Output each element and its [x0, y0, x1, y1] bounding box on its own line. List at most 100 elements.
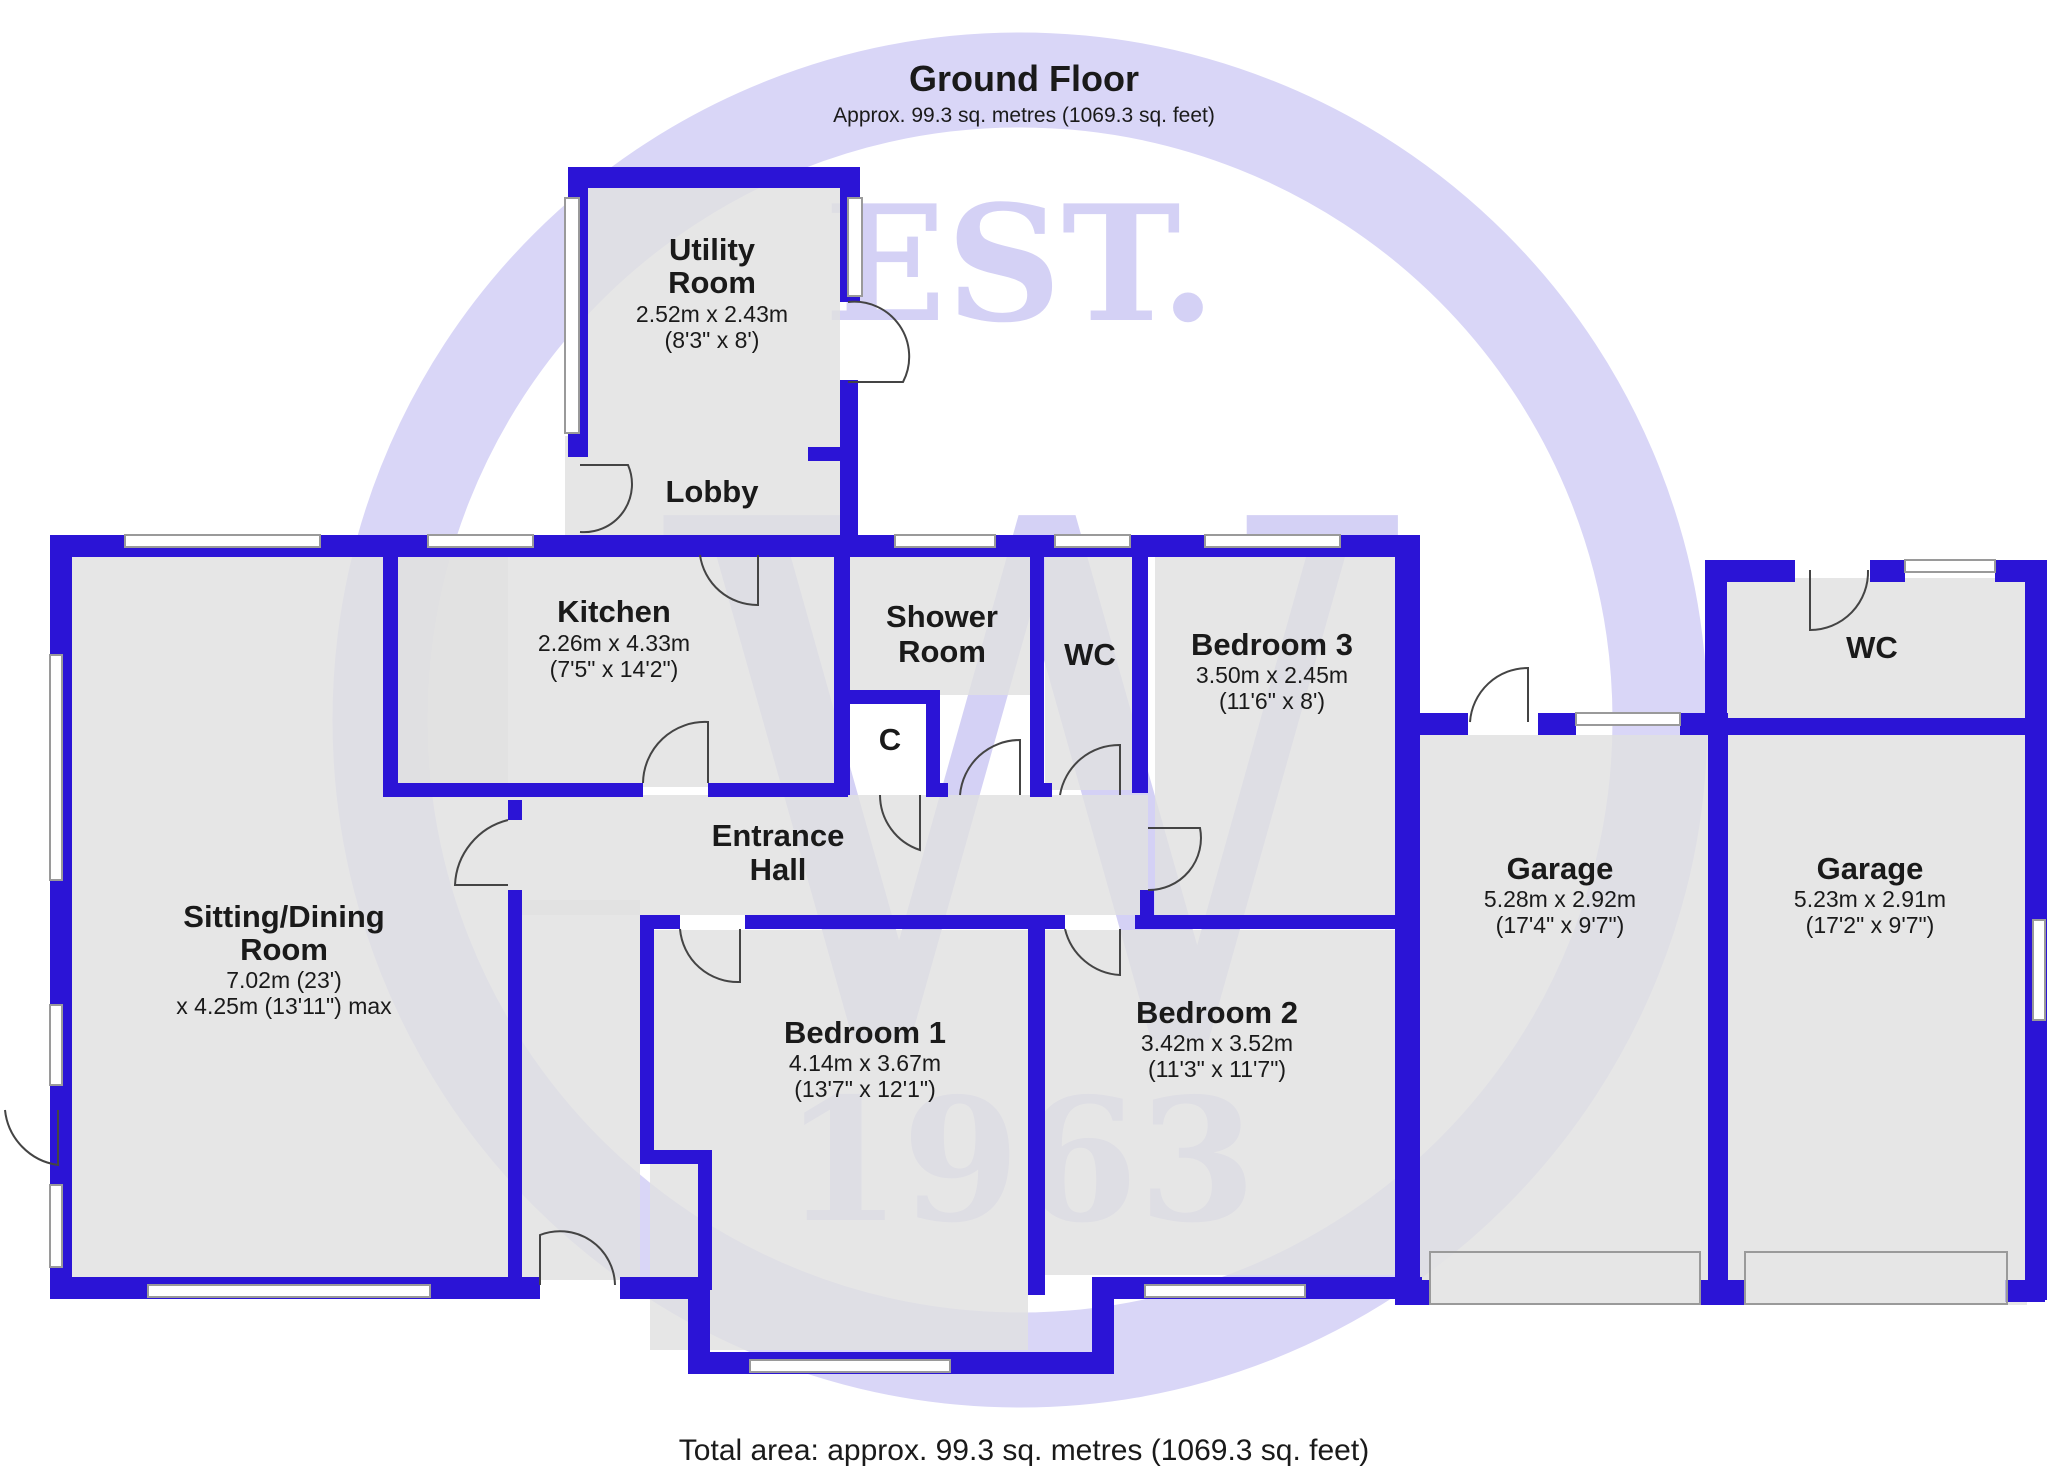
wall: [1092, 1277, 1114, 1372]
wall: [1135, 915, 1415, 929]
window: [124, 534, 321, 548]
wall: [840, 380, 858, 545]
sitting-room-dim1: 7.02m (23'): [226, 967, 342, 993]
window: [894, 534, 996, 548]
total-area: Total area: approx. 99.3 sq. metres (106…: [678, 1434, 1370, 1467]
wall: [568, 437, 588, 457]
wall: [1725, 718, 2027, 735]
wc-hall-floor: [1045, 555, 1145, 790]
window: [749, 1359, 951, 1373]
kitchen-metric: 2.26m x 4.33m: [538, 630, 690, 656]
door-swing: [1147, 827, 1202, 892]
shower-floor: [850, 555, 1035, 695]
wall: [568, 167, 860, 188]
shower-room-name: Room: [898, 634, 986, 669]
wall: [383, 783, 643, 797]
wall: [1700, 1280, 1745, 1305]
bedroom3-imperial: (11'6" x 8'): [1219, 688, 1325, 714]
wall: [1140, 890, 1154, 920]
door-swing: [453, 819, 509, 886]
door-swing: [847, 300, 911, 383]
window: [564, 197, 580, 434]
wall: [708, 783, 848, 797]
window: [1204, 534, 1341, 548]
hall-floor-lower: [520, 900, 640, 1280]
watermark-est: EST.: [824, 170, 1216, 358]
wall: [698, 1150, 712, 1290]
sitting-room-dim2: x 4.25m (13'11") max: [176, 993, 392, 1019]
wall: [926, 690, 940, 795]
wall: [745, 915, 1065, 929]
door-swing: [879, 794, 921, 852]
wall: [1410, 713, 1468, 735]
floor-title: Ground Floor: [909, 58, 1139, 99]
window: [427, 534, 534, 548]
door-swing: [579, 464, 633, 534]
door-swing: [1059, 743, 1121, 796]
windows: [49, 197, 2046, 1373]
wall: [640, 1150, 712, 1164]
lobby-floor: [565, 436, 840, 546]
room-labels: Utility Room 2.52m x 2.43m (8'3" x 8') L…: [176, 232, 1946, 1102]
door-swing: [959, 738, 1021, 796]
window: [2032, 919, 2046, 1021]
doors: [4, 300, 1870, 1286]
garage1-name: Garage: [1507, 851, 1614, 886]
window: [1904, 559, 1996, 573]
wall: [850, 690, 940, 704]
window: [49, 1004, 63, 1086]
wall: [808, 447, 858, 461]
wall: [1705, 560, 1727, 735]
bedroom2-floor: [1045, 930, 1395, 1275]
lobby-name: Lobby: [666, 474, 760, 509]
floor-areas: [70, 188, 2027, 1350]
window: [1054, 534, 1131, 548]
bedroom3-floor: [1155, 555, 1395, 915]
utility-room-name: Utility: [669, 232, 756, 267]
door-swing: [1469, 666, 1529, 723]
bedroom1-name: Bedroom 1: [784, 1015, 946, 1050]
door-swing: [642, 720, 709, 784]
wall: [1870, 560, 1905, 582]
garage2-floor: [1725, 735, 2027, 1305]
wall: [1028, 915, 1045, 1295]
wall: [834, 555, 850, 795]
garage-door-2: [1744, 1251, 2008, 1305]
bedroom1-imperial: (13'7" x 12'1"): [794, 1076, 935, 1102]
wall: [1030, 555, 1044, 795]
entrance-hall-name: Entrance: [712, 818, 845, 853]
wc-hall-name: WC: [1064, 637, 1116, 672]
utility-room-name: Room: [668, 265, 756, 300]
wall: [620, 1277, 710, 1299]
wc-garage-floor: [1725, 578, 2027, 718]
window: [49, 1184, 63, 1268]
window: [847, 197, 863, 297]
kitchen-name: Kitchen: [557, 594, 671, 629]
door-swing: [1064, 928, 1121, 977]
wall: [1030, 783, 1052, 797]
kitchen-floor: [398, 555, 838, 787]
wall: [1708, 713, 1728, 1303]
bedroom3-name: Bedroom 3: [1191, 627, 1353, 662]
garage1-imperial: (17'4" x 9'7"): [1496, 912, 1625, 938]
wall: [926, 783, 948, 797]
garage-door-1: [1429, 1251, 1701, 1305]
window: [49, 654, 63, 881]
hall-floor: [508, 795, 1148, 915]
door-swing: [679, 928, 741, 984]
wall: [508, 800, 522, 820]
bedroom2-name: Bedroom 2: [1136, 995, 1298, 1030]
wall: [688, 1277, 710, 1372]
door-swing: [1809, 569, 1870, 632]
garage2-metric: 5.23m x 2.91m: [1794, 886, 1946, 912]
wc-garage-name: WC: [1846, 630, 1898, 665]
garage1-metric: 5.28m x 2.92m: [1484, 886, 1636, 912]
sitting-room-name: Sitting/Dining: [183, 899, 384, 934]
window: [1144, 1284, 1306, 1298]
wall: [2005, 1280, 2045, 1302]
cupboard-name: C: [879, 722, 901, 757]
utility-room-metric: 2.52m x 2.43m: [636, 301, 788, 327]
wall: [1132, 555, 1148, 793]
wall: [508, 890, 522, 1280]
